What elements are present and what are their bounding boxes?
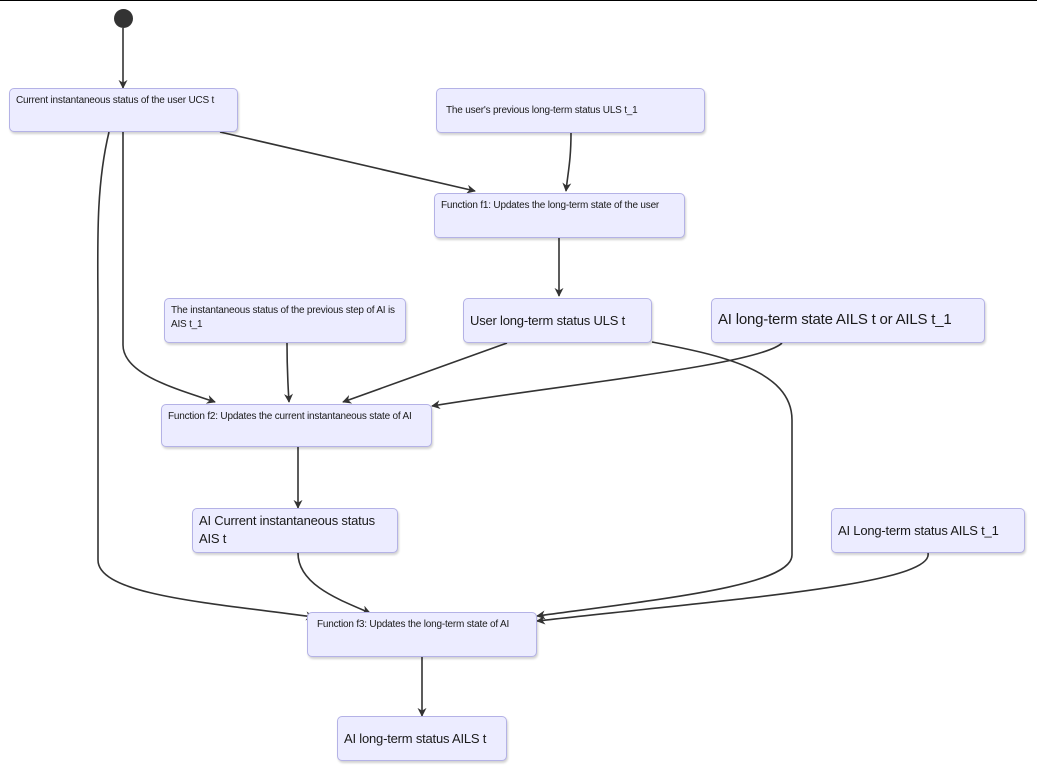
node-label: Function f3: Updates the long-term state… [317,619,510,630]
top-border-line [0,0,1037,1]
edge-ais-to-f3 [297,552,371,614]
node-label: The instantaneous status of the previous… [171,305,395,330]
node-user-current-status: Current instantaneous status of the user… [9,88,238,132]
node-ai-long-term-status-previous: AI Long-term status AILS t_1 [831,508,1025,553]
edge-uls-to-f2 [342,342,508,404]
edge-ulsprev-to-f1 [562,132,572,192]
edge-ucs-to-f2 [122,132,216,404]
node-function-f2: Function f2: Updates the current instant… [161,404,432,447]
node-label: Function f2: Updates the current instant… [168,411,412,422]
node-ai-long-term-status: AI long-term status AILS t [337,716,507,761]
node-label: Current instantaneous status of the user… [16,95,215,106]
node-ai-previous-instantaneous-status: The instantaneous status of the previous… [164,298,406,343]
node-label: AI Long-term status AILS t_1 [838,522,999,538]
node-label: Function f1: Updates the long-term state… [441,200,660,211]
node-function-f1: Function f1: Updates the long-term state… [434,193,685,238]
edge-aisprev-to-f2 [284,342,294,403]
edge-ailsprev-to-f3 [536,552,929,625]
node-user-previous-long-term-status: The user's previous long-term status ULS… [436,88,705,133]
start-node [114,9,133,28]
node-label: The user's previous long-term status ULS… [446,104,638,116]
node-label: User long-term status ULS t [470,312,625,328]
node-user-long-term-status: User long-term status ULS t [463,298,652,343]
node-label: AI Current instantaneous status AIS t [199,513,375,546]
edge-ucs-to-f1 [219,131,476,194]
edge-ucs-to-f3 [96,131,315,621]
edge-ailsor-to-f2 [431,342,783,410]
node-label: AI long-term state AILS t or AILS t_1 [718,311,952,329]
node-function-f3: Function f3: Updates the long-term state… [307,612,537,657]
node-label: AI long-term status AILS t [344,730,487,746]
edge-uls-to-f3 [536,341,793,620]
node-ai-current-instantaneous-status: AI Current instantaneous status AIS t [192,508,398,553]
node-ai-long-term-state-or: AI long-term state AILS t or AILS t_1 [711,298,985,343]
